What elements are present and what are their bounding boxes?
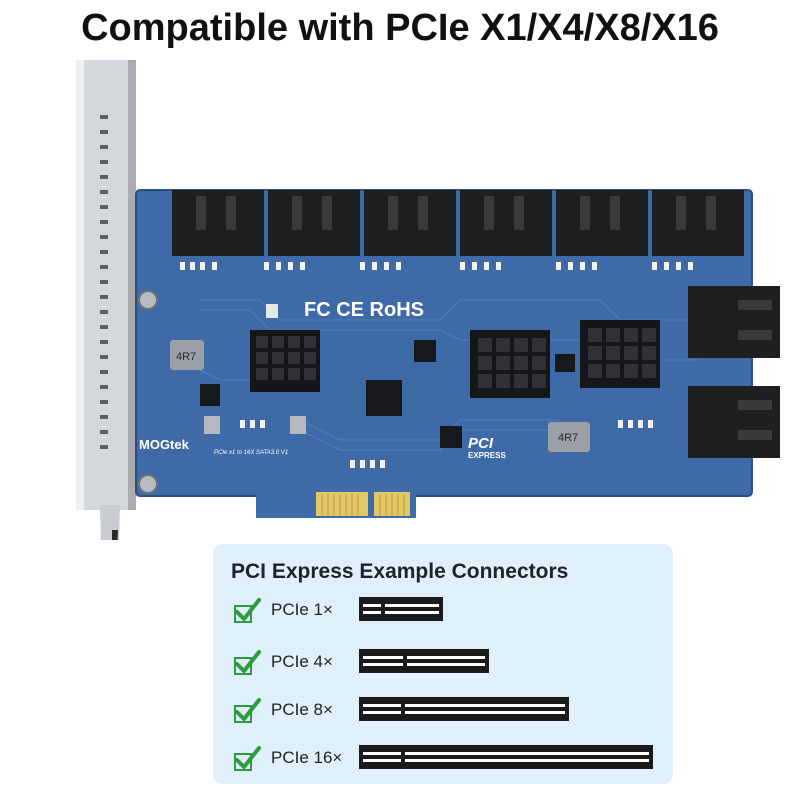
- pcie-16x-slot-icon: [359, 745, 653, 769]
- pcie-1x-slot-icon: [359, 597, 443, 621]
- legend-title: PCI Express Example Connectors: [231, 560, 569, 583]
- checkmark-icon: [234, 650, 261, 675]
- legend-label: PCIe 1×: [271, 600, 333, 619]
- pcie-4x-slot-icon: [359, 649, 489, 673]
- heatsinks: [250, 320, 660, 398]
- brand-logo: MOGtek: [139, 437, 190, 452]
- pci-logo-line1: PCI: [468, 435, 494, 452]
- sata-ports-side: [688, 286, 780, 458]
- legend-row-pcie-8x: PCIe 8×: [231, 694, 671, 728]
- cert-marks: FC CE RoHS: [304, 299, 424, 321]
- checkmark-icon: [234, 598, 261, 623]
- product-image: FC CE RoHS MOGtek PCI EXPRESS PCIe x1 to…: [76, 60, 780, 540]
- pci-logo-line2: EXPRESS: [468, 451, 506, 460]
- legend-label: PCIe 16×: [271, 748, 343, 767]
- headline: Compatible with PCIe X1/X4/X8/X16: [81, 7, 719, 49]
- checkmark-icon: [234, 698, 261, 723]
- legend-row-pcie-16x: PCIe 16×: [231, 742, 671, 776]
- checkmark-icon: [234, 746, 261, 771]
- legend-row-pcie-1x: PCIe 1×: [231, 594, 671, 628]
- legend-label: PCIe 8×: [271, 700, 333, 719]
- silkscreen: FC CE RoHS MOGtek PCI EXPRESS PCIe x1 to…: [139, 299, 578, 460]
- legend-label: PCIe 4×: [271, 652, 333, 671]
- components: [138, 262, 693, 494]
- inductor-marking-right: 4R7: [558, 432, 578, 444]
- board-label: PCIe x1 to 16X SATA3.0 V1: [214, 450, 288, 456]
- mounting-bracket: [76, 60, 136, 540]
- legend-row-pcie-4x: PCIe 4×: [231, 646, 671, 680]
- connector-legend: PCI Express Example Connectors PCIe 1× P…: [213, 544, 673, 784]
- inductor-marking-left: 4R7: [176, 351, 196, 363]
- pcie-8x-slot-icon: [359, 697, 569, 721]
- sata-ports-top: [172, 190, 744, 256]
